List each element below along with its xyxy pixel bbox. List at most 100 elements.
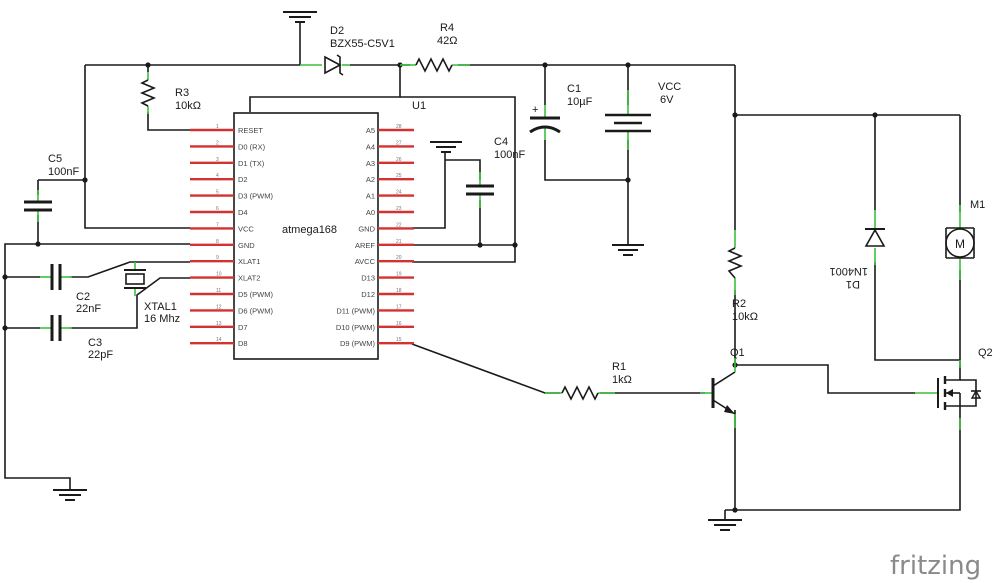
motor-symbol: M [955, 237, 965, 251]
pin-number: 14 [216, 337, 222, 343]
resistor-r3 [139, 72, 157, 114]
pin-label: D9 (PWM) [340, 339, 375, 348]
junction [145, 62, 151, 68]
wire-gnd-left [4, 243, 190, 490]
wire-right-rail [400, 96, 516, 245]
chip-pin-right: 27 A4 [366, 140, 414, 151]
r1-ref-label: R1 [612, 361, 626, 373]
c2-ref-label: C2 [76, 291, 90, 303]
junction [542, 62, 548, 68]
chip-pin-left: 5 D3 (PWM) [190, 190, 273, 201]
chip-pin-left: 12 D6 (PWM) [190, 304, 273, 315]
chip-pin-left: 7 VCC [190, 222, 254, 233]
pin-number: 19 [396, 272, 402, 278]
chip-right-pins: 28A527A426A325A224A123A022GND21AREF20AVC… [336, 124, 414, 348]
ground-symbol-left [53, 489, 87, 501]
junction [732, 112, 738, 118]
chip-pin-left: 2 D0 (RX) [190, 140, 266, 151]
pin-label: XLAT2 [238, 274, 260, 283]
wire-ground-right [725, 420, 961, 511]
d2-value-label: BZX55-C5V1 [330, 38, 395, 50]
vcc-ref-label: VCC [658, 81, 681, 93]
u1-value-label: atmega168 [282, 224, 337, 236]
c4-value-label: 100nF [494, 149, 525, 161]
pin-label: D7 [238, 323, 248, 332]
pin-label: A0 [366, 208, 375, 217]
pin-number: 9 [216, 255, 219, 261]
battery-vcc [605, 90, 651, 150]
wire-q1-gate [735, 364, 915, 394]
crystal-xtal1 [124, 262, 146, 296]
wire-vcc-left [84, 65, 190, 229]
pin-number: 17 [396, 304, 402, 310]
resistor-r2 [726, 230, 744, 295]
wire-c2-xtal [70, 261, 190, 278]
pin-label: D3 (PWM) [238, 192, 273, 201]
pin-label: D12 [361, 290, 375, 299]
junction [872, 112, 878, 118]
r4-value-label: 42Ω [437, 35, 457, 47]
wire-r3-reset [147, 112, 190, 131]
pin-number: 2 [216, 140, 219, 146]
pin-number: 25 [396, 173, 402, 179]
pin-number: 12 [216, 304, 222, 310]
d1-value-label: 1N4001 [829, 265, 868, 277]
mosfet-q2 [915, 360, 982, 430]
wire-node-to-chip [249, 65, 401, 112]
c4-ref-label: C4 [494, 136, 508, 148]
wire-d9-r1 [411, 343, 560, 394]
wire-c4-top [445, 159, 481, 180]
pin-label: VCC [238, 224, 254, 233]
pin-number: 15 [396, 337, 402, 343]
pin-label: D11 (PWM) [336, 306, 375, 315]
pin-label: A1 [366, 192, 375, 201]
svg-text:+: + [532, 104, 538, 116]
diode-d1 [864, 210, 886, 265]
pin-number: 7 [216, 222, 219, 228]
r1-value-label: 1kΩ [612, 374, 632, 386]
r2-ref-label: R2 [732, 298, 746, 310]
pin-label: D10 (PWM) [336, 323, 376, 332]
vcc-value-label: 6V [660, 94, 674, 106]
wire-d1-bottom [874, 262, 960, 361]
ground-symbol-vcc [612, 244, 644, 256]
pin-label: D6 (PWM) [238, 306, 273, 315]
pin-number: 22 [396, 222, 402, 228]
chip-pin-right: 15 D9 (PWM) [340, 337, 414, 348]
xtal1-ref-label: XTAL1 [144, 301, 177, 313]
wire-c3-xtal [70, 277, 190, 329]
junctions [2, 62, 878, 513]
q2-ref-label: Q2 [978, 347, 993, 359]
chip-body [233, 112, 379, 360]
ground-symbol-c4 [430, 141, 462, 153]
c3-ref-label: C3 [88, 337, 102, 349]
c1-ref-label: C1 [567, 83, 581, 95]
pin-number: 5 [216, 190, 219, 196]
xtal1-value-label: 16 Mhz [144, 313, 180, 325]
pin-label: D0 (RX) [238, 142, 266, 151]
pin-number: 27 [396, 140, 402, 146]
junction [477, 242, 483, 248]
junction [625, 62, 631, 68]
pin-number: 10 [216, 272, 222, 278]
pin-label: RESET [238, 126, 263, 135]
r3-value-label: 10kΩ [175, 100, 201, 112]
pin-number: 21 [396, 239, 402, 245]
c5-ref-label: C5 [48, 153, 62, 165]
pin-label: A4 [366, 142, 375, 151]
pin-number: 11 [216, 288, 221, 294]
c5-value-label: 100nF [48, 166, 79, 178]
pin-label: AVCC [355, 257, 376, 266]
transistor-q1 [700, 358, 736, 428]
